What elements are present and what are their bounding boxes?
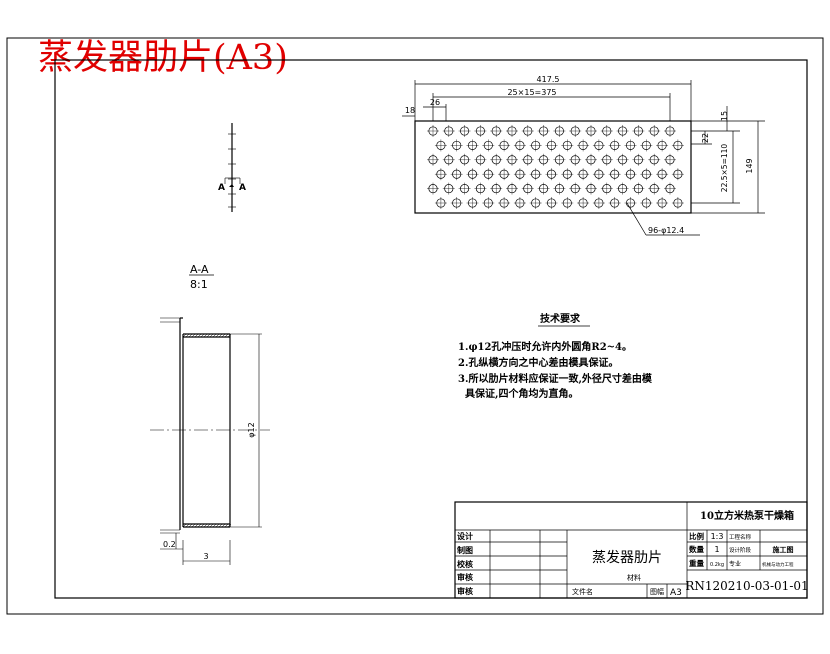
material-label: 材料 bbox=[627, 573, 641, 582]
section-hatch bbox=[224, 333, 229, 338]
section-hatch bbox=[209, 333, 214, 338]
discipline-value: 机械与动力工程 bbox=[762, 561, 794, 568]
role-drafting: 制图 bbox=[457, 545, 473, 555]
section-hatch bbox=[218, 333, 223, 338]
section-hatch bbox=[221, 333, 226, 338]
design-stage-label: 设计阶段 bbox=[729, 546, 752, 554]
scale-label: 比例 bbox=[689, 531, 704, 541]
outer-frame bbox=[6, 37, 824, 615]
section-hatch bbox=[212, 523, 217, 528]
section-scale: 8:1 bbox=[190, 278, 208, 291]
section-hatch bbox=[200, 333, 205, 338]
dim-first-hole: 26 bbox=[430, 98, 440, 107]
section-hatch bbox=[194, 333, 199, 338]
quantity-label: 数量 bbox=[689, 544, 704, 554]
section-hatch bbox=[194, 523, 199, 528]
dim-right-small: 15 bbox=[720, 111, 729, 121]
weight-label: 重量 bbox=[689, 558, 704, 568]
scale-value: 1:3 bbox=[711, 532, 724, 541]
file-name-label: 文件名 bbox=[572, 587, 593, 596]
dim-thickness: 0.2 bbox=[163, 540, 176, 549]
sheet-size-value: A3 bbox=[670, 588, 682, 598]
section-mark-left: A bbox=[218, 183, 225, 193]
tech-req-line-2: 2.孔纵横方向之中心差由模具保证。 bbox=[458, 356, 618, 369]
drawing-number: RN120210-03-01-01 bbox=[685, 579, 808, 593]
section-hatch bbox=[197, 333, 202, 338]
dim-rows-total: 22.5×5=110 bbox=[720, 144, 729, 193]
project-name: 10立方米热泵干燥箱 bbox=[700, 509, 794, 522]
discipline-label: 专业 bbox=[729, 560, 741, 568]
section-hatch bbox=[188, 333, 193, 338]
section-hatch bbox=[197, 523, 202, 528]
section-label: A-A bbox=[190, 263, 209, 276]
hole-pattern bbox=[427, 125, 684, 209]
fin-side-view bbox=[224, 123, 241, 212]
fin-plate-outline bbox=[414, 120, 692, 214]
section-hatch bbox=[188, 523, 193, 528]
section-hatch bbox=[182, 523, 187, 528]
tech-req-line-4: 具保证,四个角均为直角。 bbox=[458, 387, 578, 400]
dim-left-margin: 18 bbox=[405, 106, 415, 115]
sheet-size-label: 图幅 bbox=[650, 587, 664, 596]
section-hatch bbox=[224, 523, 229, 528]
role-review: 审核 bbox=[457, 572, 473, 582]
section-mark-right: A bbox=[239, 183, 246, 193]
section-hatch bbox=[209, 523, 214, 528]
section-detail bbox=[150, 317, 270, 565]
technical-requirements: 技术要求 1.φ12孔冲压时允许内外圆角R2~4。 2.孔纵横方向之中心差由模具… bbox=[458, 312, 653, 400]
section-hatch bbox=[191, 333, 196, 338]
section-hatch bbox=[206, 523, 211, 528]
section-hatch bbox=[200, 523, 205, 528]
dim-holes-callout: 96-φ12.4 bbox=[648, 226, 684, 235]
role-check: 校核 bbox=[457, 559, 473, 569]
section-hatch bbox=[182, 333, 187, 338]
title-block bbox=[454, 501, 808, 599]
section-hatch bbox=[203, 523, 208, 528]
section-hatch bbox=[227, 333, 232, 338]
inner-frame bbox=[54, 59, 808, 599]
tech-req-line-1: 1.φ12孔冲压时允许内外圆角R2~4。 bbox=[458, 340, 632, 353]
role-approve: 审核 bbox=[457, 586, 473, 596]
drawing-title-overlay: 蒸发器肋片(A3) bbox=[38, 38, 288, 78]
part-name: 蒸发器肋片 bbox=[592, 550, 662, 566]
section-hatch bbox=[221, 523, 226, 528]
section-hatch bbox=[191, 523, 196, 528]
section-hatch bbox=[215, 523, 220, 528]
dim-flange-dia: φ12 bbox=[247, 422, 256, 437]
project-name-label: 工程名称 bbox=[729, 533, 752, 541]
quantity-value: 1 bbox=[714, 545, 719, 554]
section-hatch bbox=[185, 523, 190, 528]
section-hatch bbox=[203, 333, 208, 338]
fin-plate-view: 417.5 25×15=375 18 26 15 22 22.5×5=110 1… bbox=[402, 75, 765, 236]
section-hatch bbox=[206, 333, 211, 338]
section-hatch bbox=[215, 333, 220, 338]
role-design: 设计 bbox=[457, 531, 473, 541]
tech-req-heading: 技术要求 bbox=[540, 312, 581, 325]
design-stage-value: 施工图 bbox=[773, 545, 794, 554]
tech-req-line-3: 3.所以肋片材料应保证一致,外径尺寸差由模 bbox=[458, 372, 653, 385]
section-hatch bbox=[227, 523, 232, 528]
dim-overall-height: 149 bbox=[745, 158, 754, 173]
dim-overall-length: 417.5 bbox=[537, 75, 560, 84]
dim-hole-pitch-x: 25×15=375 bbox=[507, 88, 556, 97]
section-hatch bbox=[185, 333, 190, 338]
dim-flange-length: 3 bbox=[203, 552, 208, 561]
section-hatch bbox=[218, 523, 223, 528]
dim-row-pitch: 22 bbox=[701, 133, 710, 143]
weight-value: 0.2kg bbox=[710, 562, 724, 568]
section-hatch bbox=[212, 333, 217, 338]
